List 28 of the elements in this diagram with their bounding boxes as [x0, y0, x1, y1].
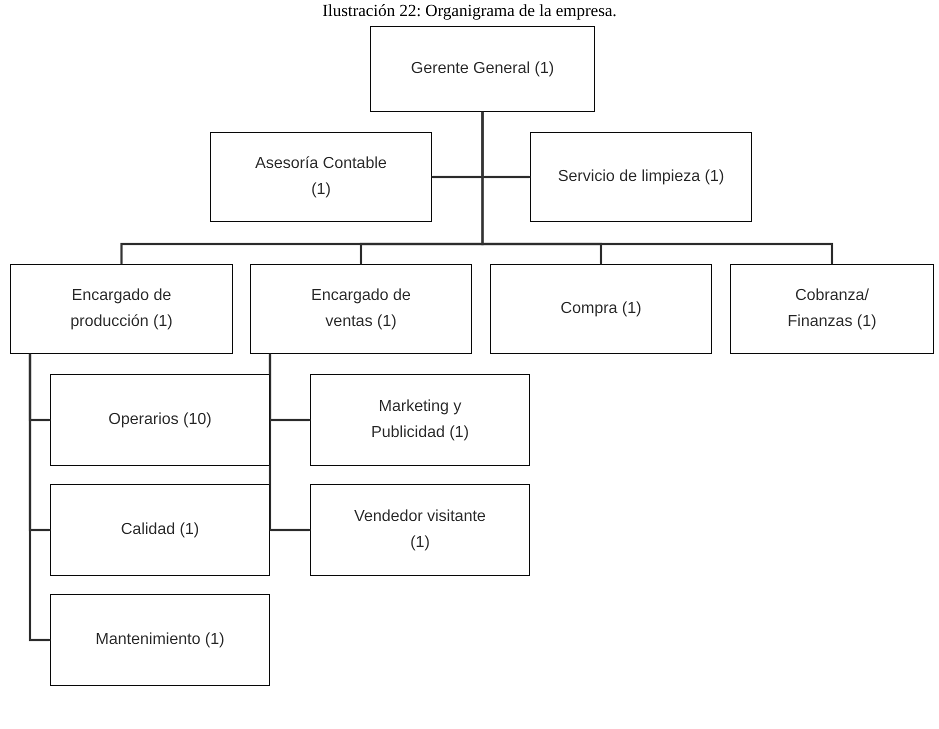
connector-line — [268, 354, 310, 532]
org-box — [250, 264, 472, 354]
org-box — [210, 132, 432, 222]
connector-line — [481, 112, 834, 264]
connector-line — [28, 354, 50, 642]
role-label: Mantenimiento (1) — [96, 630, 224, 650]
org-box — [310, 484, 530, 576]
role-label: Servicio de limpieza (1) — [558, 167, 724, 187]
diagram-title: Ilustración 22: Organigrama de la empresa. — [321, 0, 618, 22]
org-box — [310, 374, 530, 466]
role-label: Calidad (1) — [120, 520, 200, 540]
org-box — [10, 264, 233, 354]
role-label: Cobranza/ Finanzas (1) — [786, 286, 878, 332]
role-label: Encargado de producción (1) — [69, 286, 174, 332]
role-label: Vendedor visitante (1) — [353, 507, 487, 553]
role-label: Marketing y Publicidad (1) — [370, 397, 470, 443]
org-box — [490, 264, 712, 354]
org-box — [730, 264, 934, 354]
org-box — [50, 484, 270, 576]
org-box — [530, 132, 752, 222]
role-label: Operarios (10) — [108, 410, 212, 430]
org-box — [370, 26, 595, 112]
role-label: Encargado de ventas (1) — [310, 286, 412, 332]
role-label: Asesoría Contable (1) — [254, 154, 388, 200]
role-label: Compra (1) — [560, 299, 642, 319]
org-box — [50, 374, 270, 466]
org-box — [50, 594, 270, 686]
role-label: Gerente General (1) — [410, 59, 554, 79]
